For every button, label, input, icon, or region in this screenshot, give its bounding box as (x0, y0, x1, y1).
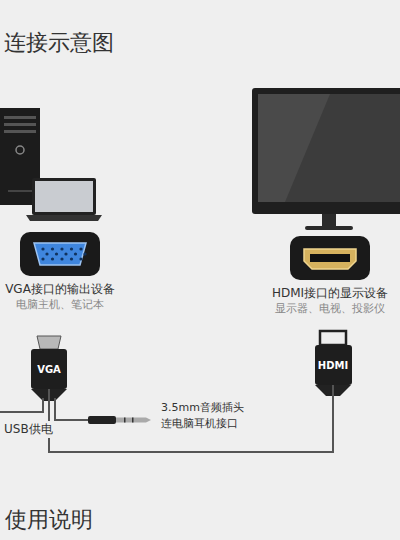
port-badge: VGA接口的输出设备电脑主机、笔记本 (3, 232, 117, 312)
device-heading: VGA接口的输出设备 (3, 281, 117, 297)
audio-wire (55, 398, 88, 420)
port-badge: HDMI接口的显示设备显示器、电视、投影仪 (270, 236, 391, 316)
monitor (252, 88, 400, 230)
connector-plug: VGA (31, 349, 67, 389)
connector-plug: HDMI (315, 345, 352, 385)
laptop (26, 178, 102, 221)
audio-note: 连电脑耳机接口 (160, 416, 239, 431)
page-title: 连接示意图 (4, 28, 114, 58)
audio-note: 3.5mm音频插头 (160, 400, 245, 415)
plug-label: HDMI (318, 360, 348, 371)
port-symbol (290, 236, 370, 280)
port-icon (290, 236, 370, 280)
usb-wire (0, 398, 43, 412)
device-examples: 电脑主机、笔记本 (3, 297, 117, 312)
port-icon (20, 232, 100, 276)
device-examples: 显示器、电视、投影仪 (270, 301, 391, 316)
port-symbol (20, 232, 100, 276)
device-heading: HDMI接口的显示设备 (270, 285, 391, 301)
power-note: USB供电 (3, 421, 54, 438)
audio-plug (88, 416, 151, 424)
section-heading: 使用说明 (4, 505, 94, 535)
cable (49, 385, 333, 452)
plug-label: VGA (37, 364, 61, 375)
